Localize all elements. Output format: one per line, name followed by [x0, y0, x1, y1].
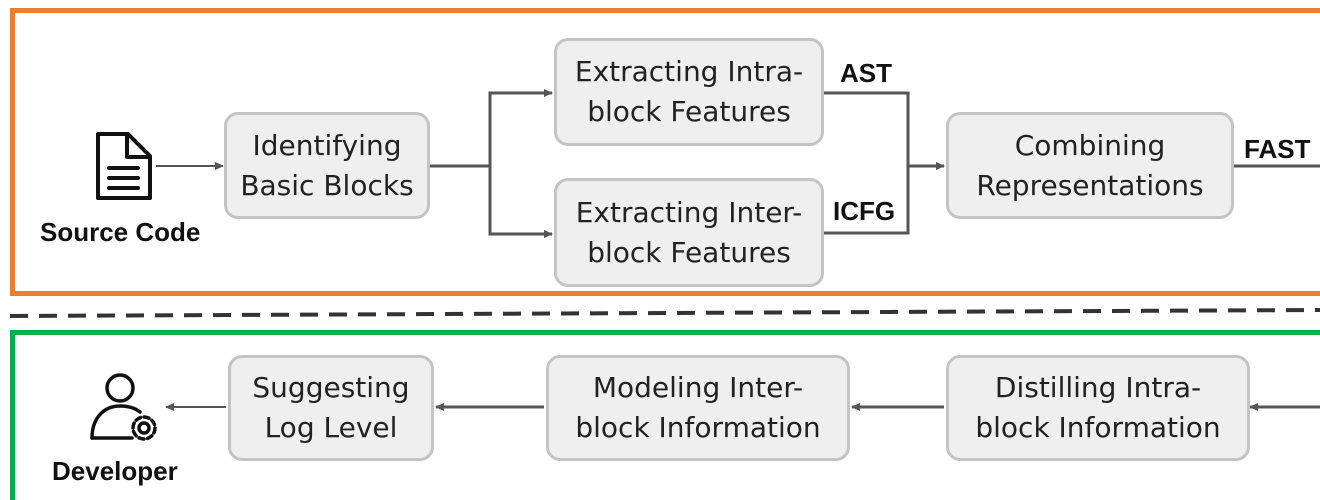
- connector-intra-to-merge: [824, 91, 910, 166]
- arrow-fork-to-inter: [488, 166, 553, 238]
- ast-label: AST: [840, 58, 892, 88]
- extracting-inter-block-features-box: Extracting Inter- block Features: [554, 178, 824, 287]
- source-code-label: Source Code: [40, 217, 201, 247]
- extracting-intra-block-features-box: Extracting Intra- block Features: [554, 38, 824, 146]
- distilling-intra-block-information-box: Distilling Intra- block Information: [946, 355, 1250, 461]
- combining-representations-box: Combining Representations: [946, 112, 1234, 219]
- fast-label: FAST: [1244, 134, 1311, 164]
- modeling-inter-block-information-box: Modeling Inter- block Information: [546, 355, 850, 461]
- icfg-label: ICFG: [833, 196, 896, 226]
- identifying-basic-blocks-box: Identifying Basic Blocks: [224, 112, 430, 219]
- document-icon: [96, 132, 152, 200]
- separator-dashed-line: [9, 308, 1320, 318]
- pipeline-top-panel: [10, 8, 1320, 296]
- arrow-fork-to-intra: [488, 89, 553, 166]
- pipeline-bottom-panel: [10, 330, 1320, 500]
- user-gear-icon: [90, 373, 157, 441]
- suggesting-log-level-box: Suggesting Log Level: [228, 355, 434, 461]
- connector-inter-to-merge: [824, 166, 910, 235]
- developer-label: Developer: [52, 456, 178, 486]
